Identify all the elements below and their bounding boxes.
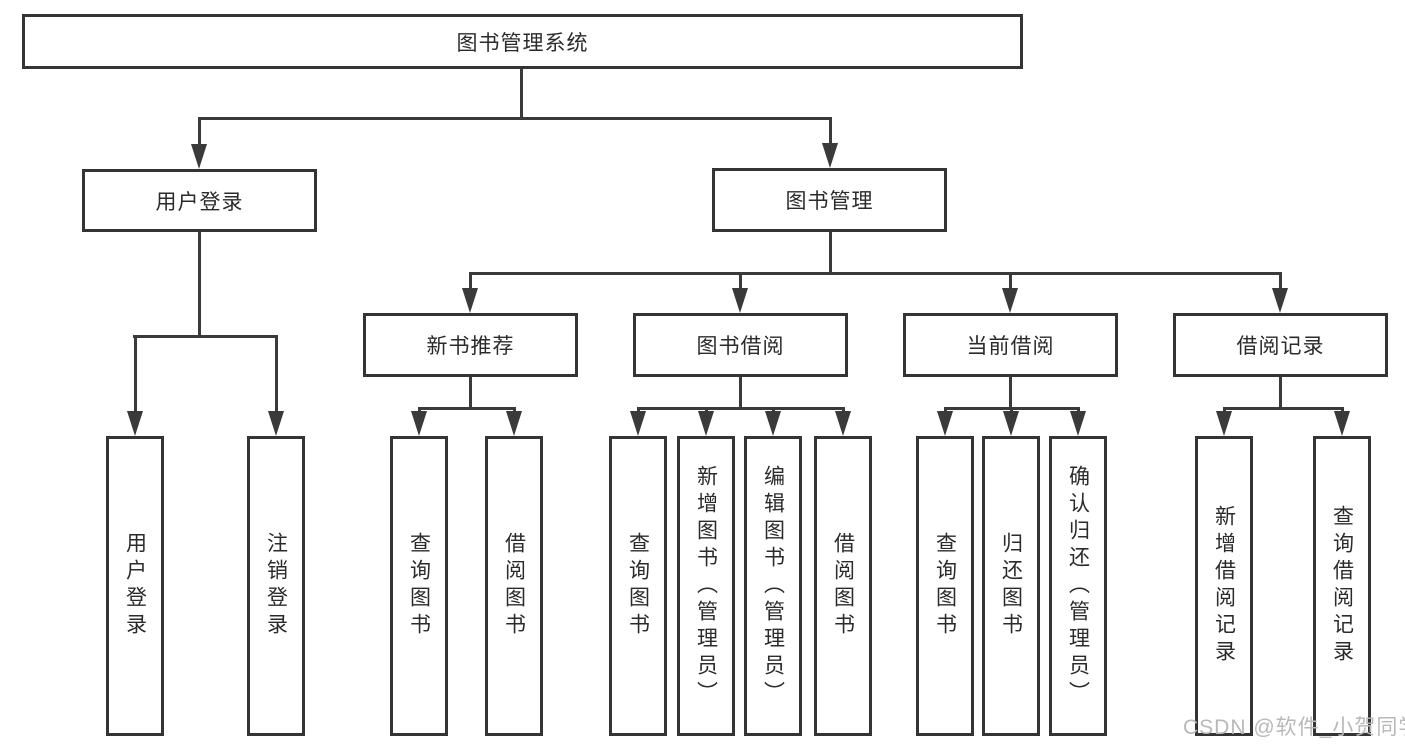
leaf-add-borrow-record: 新增借阅记录 — [1195, 436, 1253, 736]
leaf-label: 查询借阅记录 — [1330, 505, 1354, 667]
connector — [469, 272, 1282, 275]
leaf-confirm-return-admin: 确认归还（管理员） — [1049, 436, 1107, 736]
node-new-book-recommendation: 新书推荐 — [363, 313, 578, 377]
connector — [469, 377, 472, 407]
leaf-query-books-recommend: 查询图书 — [390, 436, 448, 736]
connector — [1279, 377, 1282, 407]
leaf-add-books-admin: 新增图书（管理员） — [677, 436, 735, 736]
connector — [829, 232, 832, 272]
arrowhead-icon — [191, 144, 207, 169]
arrowhead-icon — [1002, 288, 1018, 313]
connector — [1223, 407, 1344, 410]
node-label: 图书借阅 — [696, 335, 785, 358]
arrowhead-icon — [1216, 411, 1232, 436]
arrowhead-icon — [411, 411, 427, 436]
leaf-label: 编辑图书（管理员） — [761, 464, 785, 708]
connector — [198, 117, 832, 120]
arrowhead-icon — [630, 411, 646, 436]
connector — [198, 117, 201, 145]
leaf-label: 查询图书 — [626, 532, 650, 640]
connector — [829, 117, 832, 145]
connector — [198, 232, 201, 335]
arrowhead-icon — [462, 288, 478, 313]
leaf-query-books-current: 查询图书 — [916, 436, 974, 736]
connector — [739, 377, 742, 407]
node-label: 当前借阅 — [966, 335, 1055, 358]
node-book-management-module: 图书管理 — [712, 168, 947, 232]
connector — [469, 272, 472, 290]
connector — [1341, 407, 1344, 413]
connector — [772, 407, 775, 413]
connector — [513, 407, 516, 413]
connector — [739, 272, 742, 290]
connector — [275, 335, 278, 413]
arrowhead-icon — [1334, 411, 1350, 436]
arrowhead-icon — [1003, 411, 1019, 436]
node-label: 借阅记录 — [1236, 335, 1325, 358]
leaf-label: 新增借阅记录 — [1212, 505, 1236, 667]
leaf-label: 确认归还（管理员） — [1066, 464, 1090, 708]
leaf-label: 借阅图书 — [502, 532, 526, 640]
arrowhead-icon — [1272, 288, 1288, 313]
leaf-edit-books-admin: 编辑图书（管理员） — [744, 436, 802, 736]
connector — [1010, 407, 1013, 413]
leaf-borrow-books-recommend: 借阅图书 — [485, 436, 543, 736]
leaf-return-books: 归还图书 — [982, 436, 1040, 736]
arrowhead-icon — [822, 143, 838, 168]
connector — [418, 407, 516, 410]
node-library-system-root: 图书管理系统 — [22, 14, 1023, 69]
connector — [944, 407, 947, 413]
connector — [1009, 272, 1012, 290]
leaf-label: 注销登录 — [264, 532, 288, 640]
connector — [842, 407, 845, 413]
leaf-label: 用户登录 — [123, 532, 147, 640]
arrowhead-icon — [698, 411, 714, 436]
arrowhead-icon — [268, 411, 284, 436]
arrowhead-icon — [732, 288, 748, 313]
connector — [520, 69, 523, 117]
node-label: 用户登录 — [155, 190, 244, 214]
node-label: 图书管理 — [785, 190, 874, 213]
connector — [637, 407, 845, 410]
arrowhead-icon — [765, 411, 781, 436]
connector — [134, 335, 137, 413]
leaf-user-login: 用户登录 — [106, 436, 164, 736]
arrowhead-icon — [506, 411, 522, 436]
node-label: 图书管理系统 — [456, 31, 589, 55]
node-user-login-module: 用户登录 — [82, 169, 317, 232]
node-book-borrowing: 图书借阅 — [633, 313, 848, 377]
connector — [637, 407, 640, 413]
arrowhead-icon — [127, 411, 143, 436]
connector — [418, 407, 421, 413]
connector — [1077, 407, 1080, 413]
leaf-label: 归还图书 — [999, 532, 1023, 640]
node-current-borrowing: 当前借阅 — [903, 313, 1118, 377]
leaf-label: 借阅图书 — [831, 532, 855, 640]
node-label: 新书推荐 — [426, 335, 515, 358]
leaf-query-books-borrowing: 查询图书 — [609, 436, 667, 736]
leaf-logout: 注销登录 — [247, 436, 305, 736]
connector — [1279, 272, 1282, 290]
connector — [1223, 407, 1226, 413]
leaf-label: 查询图书 — [407, 532, 431, 640]
arrowhead-icon — [1070, 411, 1086, 436]
connector — [133, 335, 277, 338]
csdn-watermark: CSDN @软件_小贺同学 — [1183, 716, 1405, 739]
node-borrowing-records: 借阅记录 — [1173, 313, 1388, 377]
leaf-label: 查询图书 — [933, 532, 957, 640]
arrowhead-icon — [835, 411, 851, 436]
leaf-borrow-books-borrowing: 借阅图书 — [814, 436, 872, 736]
leaf-label: 新增图书（管理员） — [694, 464, 718, 708]
connector — [1009, 377, 1012, 407]
connector — [705, 407, 708, 413]
leaf-query-borrow-record: 查询借阅记录 — [1313, 436, 1371, 736]
arrowhead-icon — [937, 411, 953, 436]
